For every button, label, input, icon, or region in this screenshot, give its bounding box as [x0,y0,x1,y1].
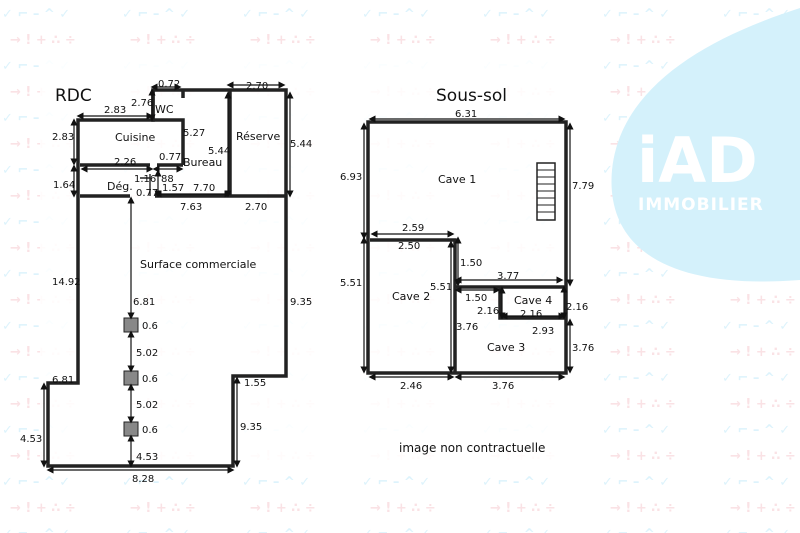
dim-label: 14.92 [52,277,81,288]
dim-label: 0.77 [159,152,181,163]
logo-brand: iAD [637,124,758,197]
dim-label: 5.02 [136,400,158,411]
logo-subtitle: IMMOBILIER [638,195,764,215]
dim-label: 5.44 [208,146,230,157]
logo-blob [611,8,800,282]
dim-label: 4.53 [20,434,42,445]
dim-label: 0.6 [142,321,158,332]
dim-label: 6.93 [340,172,362,183]
dim-label: 2.93 [532,326,554,337]
dim-label: 0.6 [142,374,158,385]
dim-label: 2.83 [104,105,126,116]
iad-logo: iAD IMMOBILIER [611,8,800,282]
dim-label: 3.77 [497,271,519,282]
dim-label: 2.16 [477,306,499,317]
dim-label: 2.50 [398,241,420,252]
dim-label: 6.31 [455,109,477,120]
sous-sol-dimension-lines [360,115,574,381]
dim-label: 0.72 [158,79,180,90]
dim-label: 9.35 [290,297,312,308]
stairs-icon [536,162,556,221]
dim-label: 88 [161,174,174,185]
room-wc: WC [155,103,174,116]
dim-label: 7.63 [180,202,202,213]
dim-label: 2.16 [520,309,542,320]
dim-label: 5.51 [430,282,452,293]
dim-label: 3.76 [572,343,594,354]
dim-label: 5.02 [136,348,158,359]
room-surface-commerciale: Surface commerciale [140,258,257,271]
dim-label: 2.26 [114,157,136,168]
dim-label: 2.16 [566,302,588,313]
pillar-1 [123,317,139,333]
room-cave-2: Cave 2 [392,290,430,303]
dim-label: 5.44 [290,139,312,150]
dim-label: 1.64 [53,180,75,191]
dim-label: 3.76 [456,322,478,333]
rdc-dimension-lines [40,81,294,474]
dim-label: 9.35 [240,422,262,433]
dim-label: 1.16 [134,174,156,185]
dim-label: 4.53 [136,452,158,463]
room-bureau: Bureau [183,156,222,169]
dim-label: 2.59 [402,223,424,234]
rdc-walls [46,88,288,468]
rdc-labels: WC Cuisine Réserve Bureau Dég. Surface c… [20,79,312,485]
dim-label: 1.55 [244,378,266,389]
dim-label: 3.76 [492,381,514,392]
dim-label: 5.51 [340,278,362,289]
dim-label: 0.6 [142,425,158,436]
dim-label: 7.79 [572,181,594,192]
room-deg: Dég. [107,180,133,193]
dim-label: 8.28 [132,474,154,485]
pillar-3 [123,421,139,437]
room-cave-3: Cave 3 [487,341,525,354]
dim-label: 0.77 [136,188,158,199]
room-cuisine: Cuisine [115,131,155,144]
dim-label: 1.50 [460,258,482,269]
dim-label: 2.46 [400,381,422,392]
disclaimer-note: image non contractuelle [399,441,545,455]
pillar-2 [123,370,139,386]
dim-label: 1.50 [465,293,487,304]
sous-sol-labels: Cave 1 Cave 2 Cave 3 Cave 4 6.31 6.93 7.… [340,109,594,392]
sous-sol-title: Sous-sol [436,86,507,106]
room-cave-4: Cave 4 [514,294,552,307]
dim-label: 2.76 [131,98,153,109]
dim-label: 7.70 [193,183,215,194]
room-cave-1: Cave 1 [438,173,476,186]
dim-label: 5.27 [183,128,205,139]
dim-label: 2.70 [245,202,267,213]
dim-label: 2.70 [246,81,268,92]
dim-label: 6.81 [133,297,155,308]
rdc-title: RDC [55,86,92,106]
dim-label: 6.81 [52,375,74,386]
room-reserve: Réserve [236,130,280,143]
dim-label: 1.57 [162,183,184,194]
dim-label: 2.83 [52,132,74,143]
